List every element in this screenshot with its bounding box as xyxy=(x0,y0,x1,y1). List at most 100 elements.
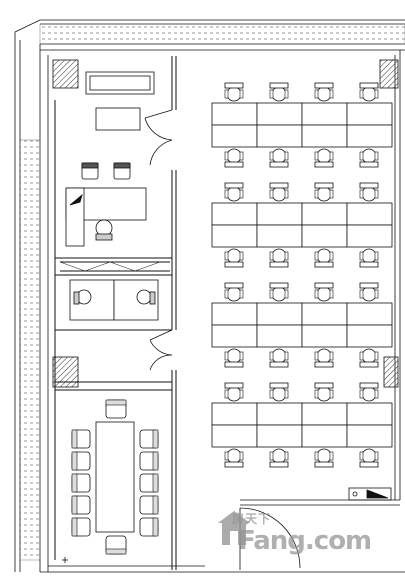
plus-marker-icon xyxy=(62,557,68,563)
workstation-desk xyxy=(256,302,303,326)
meeting-chair xyxy=(71,429,91,449)
workstation-desk xyxy=(211,102,258,126)
office-chair xyxy=(224,448,244,468)
workstation-desk xyxy=(301,102,348,126)
workstation-desk xyxy=(346,302,393,326)
office-chair xyxy=(359,182,379,202)
workstation-cluster xyxy=(211,382,393,468)
office-chair xyxy=(224,182,244,202)
office-chair xyxy=(224,248,244,268)
visitor-chairs xyxy=(81,162,131,180)
workstation-desk xyxy=(211,302,258,326)
office-chair xyxy=(269,282,289,302)
office-chair xyxy=(314,282,334,302)
meeting-chair xyxy=(139,495,159,515)
meeting-chair xyxy=(105,399,127,419)
meeting-chair xyxy=(71,517,91,537)
office-chair xyxy=(314,82,334,102)
office-chair xyxy=(359,148,379,168)
meeting-chair xyxy=(71,473,91,493)
workstation-desk xyxy=(256,424,303,448)
workstation-desk xyxy=(346,402,393,426)
office-chair xyxy=(314,182,334,202)
workstation-desk xyxy=(256,224,303,248)
workstation-desk xyxy=(256,124,303,148)
exterior-walls xyxy=(14,19,405,573)
workstation-desk xyxy=(211,124,258,148)
workstation-desk xyxy=(211,202,258,226)
workstation-desk xyxy=(346,324,393,348)
workstation-desk xyxy=(346,202,393,226)
workstation-desk xyxy=(301,202,348,226)
workstation-cluster xyxy=(211,82,393,168)
workstation-desk xyxy=(301,224,348,248)
workstation-desk xyxy=(301,424,348,448)
door-manager-office xyxy=(144,109,173,166)
workstation-desk xyxy=(346,224,393,248)
workstation-desk xyxy=(211,424,258,448)
house-logo-icon xyxy=(218,511,250,545)
office-chair xyxy=(224,82,244,102)
office-chair xyxy=(359,282,379,302)
small-office xyxy=(69,279,159,321)
office-chair xyxy=(269,248,289,268)
meeting-chair xyxy=(71,495,91,515)
office-chair xyxy=(269,148,289,168)
workstation-desk xyxy=(346,424,393,448)
office-chair xyxy=(269,348,289,368)
open-office xyxy=(211,82,393,468)
office-chair xyxy=(224,348,244,368)
workstation-desk xyxy=(301,124,348,148)
reception-counter xyxy=(240,487,400,506)
watermark-brand-text: Fang.com xyxy=(238,526,372,556)
office-chair xyxy=(359,248,379,268)
workstation-desk xyxy=(211,324,258,348)
watermark xyxy=(218,511,250,545)
manager-office xyxy=(65,71,155,247)
meeting-chair xyxy=(105,535,127,555)
workstation-desk xyxy=(211,224,258,248)
office-chair xyxy=(269,382,289,402)
office-chair xyxy=(314,248,334,268)
meeting-chair xyxy=(139,517,159,537)
workstation-desk xyxy=(256,202,303,226)
office-chair xyxy=(314,382,334,402)
office-chair xyxy=(224,282,244,302)
meeting-chair xyxy=(139,429,159,449)
office-chair xyxy=(314,148,334,168)
meeting-chairs xyxy=(71,399,159,555)
office-chair xyxy=(359,348,379,368)
workstation-desk xyxy=(301,402,348,426)
conference-table xyxy=(95,421,135,533)
office-chair xyxy=(314,348,334,368)
meeting-chair xyxy=(139,473,159,493)
office-chair xyxy=(359,448,379,468)
workstation-desk xyxy=(256,402,303,426)
workstation-desk xyxy=(346,102,393,126)
workstation-desk xyxy=(211,402,258,426)
workstation-desk xyxy=(301,324,348,348)
workstation-desk xyxy=(256,102,303,126)
meeting-chair xyxy=(139,451,159,471)
office-chair xyxy=(269,82,289,102)
coffee-table xyxy=(95,107,141,131)
workstation-cluster xyxy=(211,282,393,368)
office-chair xyxy=(314,448,334,468)
office-chair xyxy=(269,448,289,468)
workstation-desk xyxy=(256,324,303,348)
watermark-chinese-text: 房天下 xyxy=(232,512,272,526)
office-chair xyxy=(269,182,289,202)
workstation-cluster xyxy=(211,182,393,268)
desk-chair xyxy=(95,219,113,241)
workstation-desk xyxy=(301,302,348,326)
meeting-room xyxy=(71,399,159,555)
door-small-office xyxy=(149,329,173,371)
sofa xyxy=(85,71,155,95)
office-chair xyxy=(224,148,244,168)
office-chair xyxy=(224,382,244,402)
workstation-clusters xyxy=(211,82,393,468)
office-desk xyxy=(65,187,147,247)
structural-columns xyxy=(52,59,399,388)
meeting-chair xyxy=(71,451,91,471)
